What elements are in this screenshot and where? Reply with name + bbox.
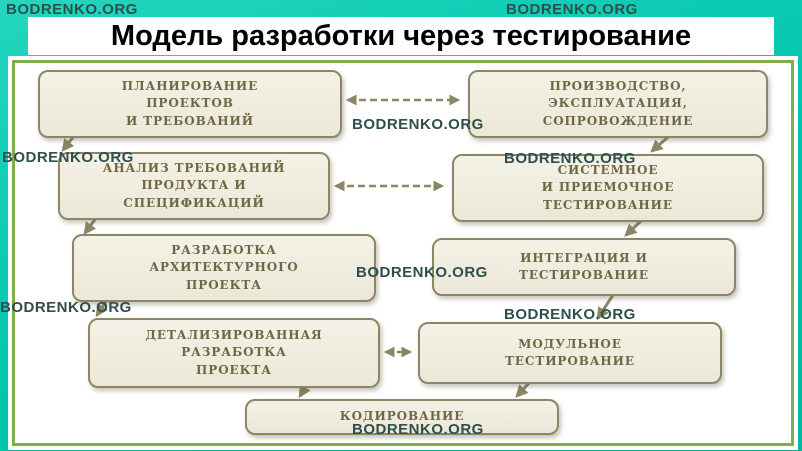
watermark: BODRENKO.ORG	[356, 264, 488, 281]
box-production-label: ПРОИЗВОДСТВО, ЭКСПЛУАТАЦИЯ, СОПРОВОЖДЕНИ…	[542, 78, 694, 128]
box-detailed-design: ДЕТАЛИЗИРОВАННАЯ РАЗРАБОТКА ПРОЕКТА	[88, 318, 380, 388]
box-unit-testing-label: МОДУЛЬНОЕ ТЕСТИРОВАНИЕ	[505, 336, 635, 368]
box-system-testing: СИСТЕМНОЕ И ПРИЕМОЧНОЕ ТЕСТИРОВАНИЕ	[452, 154, 764, 222]
watermark: BODRENKO.ORG	[2, 149, 134, 166]
watermark: BODRENKO.ORG	[352, 421, 484, 438]
box-requirements-analysis-label: АНАЛИЗ ТРЕБОВАНИЙ ПРОДУКТА И СПЕЦИФИКАЦИ…	[102, 160, 286, 210]
box-unit-testing: МОДУЛЬНОЕ ТЕСТИРОВАНИЕ	[418, 322, 722, 384]
page-title: Модель разработки через тестирование	[110, 19, 692, 52]
box-planning-label: ПЛАНИРОВАНИЕ ПРОЕКТОВ И ТРЕБОВАНИЙ	[121, 78, 259, 128]
watermark: BODRENKO.ORG	[6, 1, 138, 18]
watermark: BODRENKO.ORG	[352, 116, 484, 133]
title-band: Модель разработки через тестирование	[28, 17, 774, 55]
box-architecture-label: РАЗРАБОТКА АРХИТЕКТУРНОГО ПРОЕКТА	[149, 242, 299, 292]
box-system-testing-label: СИСТЕМНОЕ И ПРИЕМОЧНОЕ ТЕСТИРОВАНИЕ	[541, 162, 675, 212]
box-integration-testing-label: ИНТЕГРАЦИЯ И ТЕСТИРОВАНИЕ	[519, 250, 649, 282]
watermark: BODRENKO.ORG	[504, 150, 636, 167]
box-planning: ПЛАНИРОВАНИЕ ПРОЕКТОВ И ТРЕБОВАНИЙ	[38, 70, 342, 138]
box-production: ПРОИЗВОДСТВО, ЭКСПЛУАТАЦИЯ, СОПРОВОЖДЕНИ…	[468, 70, 768, 138]
box-requirements-analysis: АНАЛИЗ ТРЕБОВАНИЙ ПРОДУКТА И СПЕЦИФИКАЦИ…	[58, 152, 330, 220]
watermark: BODRENKO.ORG	[0, 299, 132, 316]
watermark: BODRENKO.ORG	[506, 1, 638, 18]
box-architecture: РАЗРАБОТКА АРХИТЕКТУРНОГО ПРОЕКТА	[72, 234, 376, 302]
box-coding: КОДИРОВАНИЕ	[245, 399, 559, 435]
box-coding-label: КОДИРОВАНИЕ	[339, 409, 465, 424]
watermark: BODRENKO.ORG	[504, 306, 636, 323]
box-detailed-design-label: ДЕТАЛИЗИРОВАННАЯ РАЗРАБОТКА ПРОЕКТА	[145, 327, 323, 377]
box-integration-testing: ИНТЕГРАЦИЯ И ТЕСТИРОВАНИЕ	[432, 238, 736, 296]
